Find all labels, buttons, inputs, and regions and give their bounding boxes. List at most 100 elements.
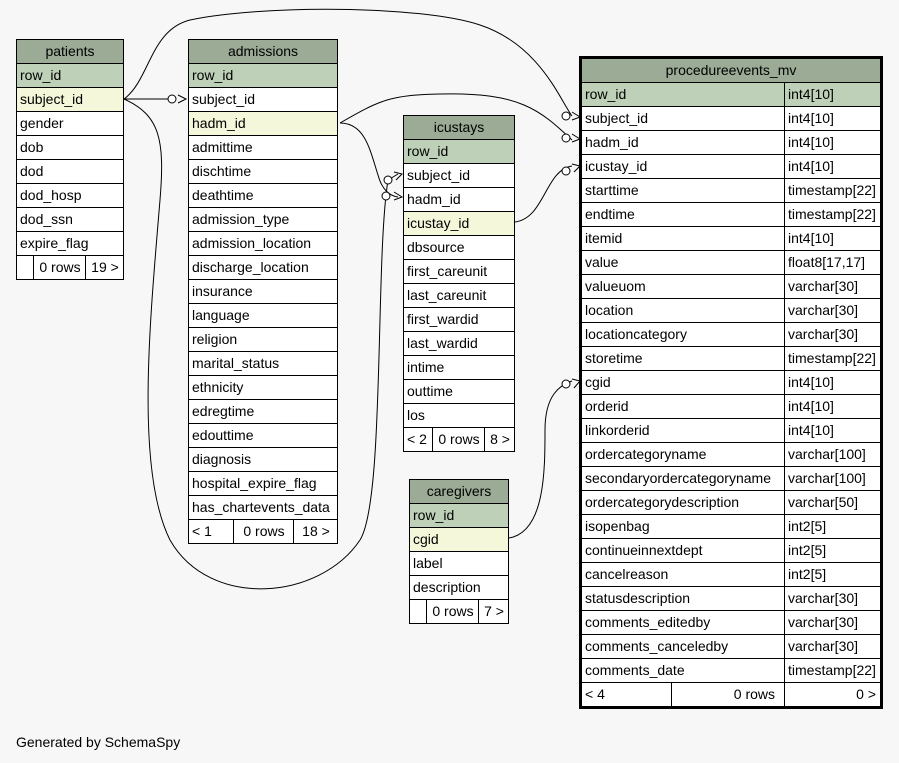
column-row: intime [404,356,514,380]
column-row: last_wardid [404,332,514,356]
column-row: hadm_id [189,112,337,136]
child-count: 19 > [85,256,123,279]
column-row: diagnosis [189,448,337,472]
parent-count: < 2 [407,431,427,447]
column-row: subject_id [17,88,123,112]
child-count: 7 > [478,600,508,623]
column-row: insurance [189,280,337,304]
column-row: marital_status [189,352,337,376]
column-row: gender [17,112,123,136]
child-count: 18 > [293,520,337,543]
rel-procedureevents-icustays [514,165,573,223]
row-count: 0 rows [33,256,86,279]
generated-by-label: Generated by SchemaSpy [16,734,181,750]
column-row: deathtime [189,184,337,208]
column-row: cgid [410,528,508,552]
column-row: hadm_id [404,188,514,212]
column-row: subject_id [404,164,514,188]
parent-count: < 4 [585,686,605,702]
child-count: 8 > [484,428,514,451]
table-patients[interactable]: patients row_id subject_id gender dob do… [16,39,124,280]
column-row: label [410,552,508,576]
column-row: edouttime [189,424,337,448]
table-footer: 0 rows 19 > [17,256,123,279]
column-row: religion [189,328,337,352]
column-row: description [410,576,508,600]
row-count: 0 rows [432,428,485,451]
column-row: expire_flag [17,232,123,256]
column-row: row_id [17,64,123,88]
column-row: admittime [189,136,337,160]
column-row: row_id [189,64,337,88]
row-count: 0 rows [671,683,780,706]
column-row: dod_ssn [17,208,123,232]
column-row: dischtime [189,160,337,184]
column-row: language [189,304,337,328]
column-row: discharge_location [189,256,337,280]
column-row: subject_id [189,88,337,112]
column-row: outtime [404,380,514,404]
row-count: 0 rows [233,520,294,543]
column-row: first_careunit [404,260,514,284]
column-row: last_careunit [404,284,514,308]
table-header: admissions [189,40,337,64]
column-row: row_id [404,140,514,164]
table-footer: < 1 0 rows 18 > [189,520,337,543]
column-row: edregtime [189,400,337,424]
row-count: 0 rows [426,600,479,623]
column-row: dod_hosp [17,184,123,208]
column-row: hospital_expire_flag [189,472,337,496]
child-count: 0 > [784,683,880,706]
parent-count [17,256,33,279]
table-footer: < 4 0 rows 0 > [582,683,880,706]
column-row: dbsource [404,236,514,260]
table-admissions[interactable]: admissions row_id subject_id hadm_id adm… [188,39,338,544]
column-row: has_chartevents_data [189,496,337,520]
column-row: ethnicity [189,376,337,400]
column-row: row_id [410,504,508,528]
table-footer: < 2 0 rows 8 > [404,428,514,451]
table-footer: 0 rows 7 > [410,600,508,623]
table-header: icustays [404,116,514,140]
column-row: admission_location [189,232,337,256]
rel-icustays-admissions [339,122,399,198]
column-row: dob [17,136,123,160]
column-row: icustay_id [404,212,514,236]
parent-count: < 1 [192,523,212,539]
column-row: dod [17,160,123,184]
table-icustays[interactable]: icustays row_id subject_id hadm_id icust… [403,115,515,452]
table-header: procedureevents_mv [582,59,880,83]
column-row: first_wardid [404,308,514,332]
rel-procedureevents-caregivers [508,380,573,539]
table-caregivers[interactable]: caregivers row_id cgid label description… [409,479,509,624]
column-row: los [404,404,514,428]
table-header: caregivers [410,480,508,504]
